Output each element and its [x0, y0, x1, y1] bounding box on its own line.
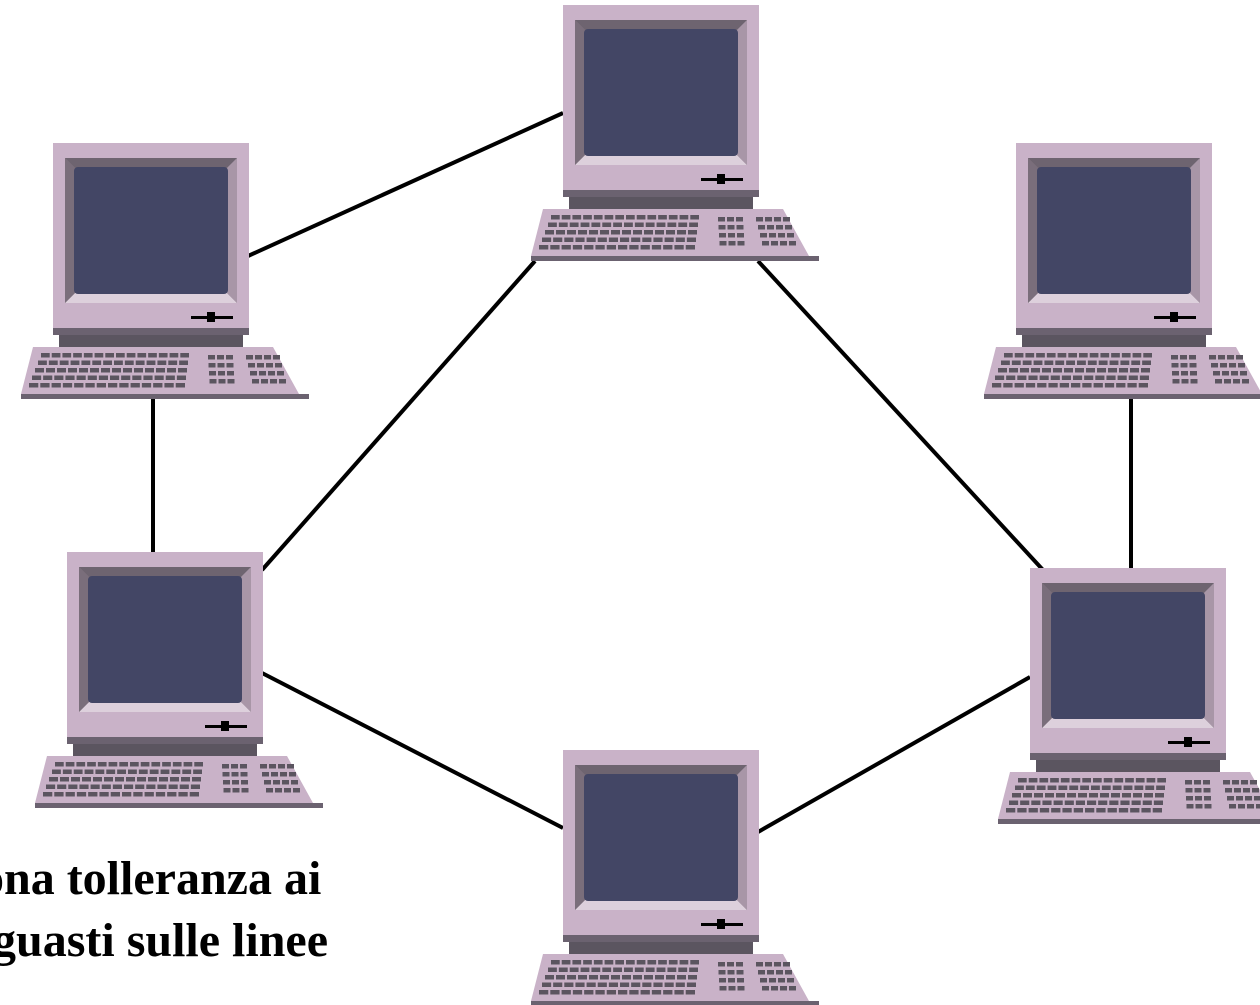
monitor-stand	[53, 328, 249, 335]
network-nodes	[21, 5, 1260, 1005]
computer-icon	[984, 143, 1260, 399]
keyboard	[984, 347, 1260, 399]
network-links	[151, 111, 1133, 834]
monitor-screen	[1051, 592, 1205, 719]
monitor-stand	[563, 190, 759, 197]
computer-icon	[998, 568, 1260, 824]
monitor-screen	[584, 29, 738, 156]
caption-line-1: ona tolleranza ai	[0, 852, 322, 905]
monitor-stand	[1016, 328, 1212, 335]
network-link	[756, 259, 1045, 572]
monitor-stand	[563, 935, 759, 942]
monitor-screen	[584, 774, 738, 901]
keyboard	[531, 954, 819, 1005]
keyboard	[21, 347, 309, 399]
network-link	[757, 675, 1031, 834]
keyboard	[35, 756, 323, 808]
monitor-screen	[1037, 167, 1191, 294]
caption: ona tolleranza ai guasti sulle linee	[0, 848, 440, 972]
computer-icon	[531, 5, 819, 261]
network-link	[247, 111, 564, 258]
keyboard	[998, 772, 1260, 824]
monitor-screen	[88, 576, 242, 703]
caption-line-2: guasti sulle linee	[0, 914, 329, 967]
keyboard	[531, 209, 819, 261]
monitor-stand	[1030, 753, 1226, 760]
computer-icon	[35, 552, 323, 808]
network-link	[261, 671, 564, 830]
monitor-screen	[74, 167, 228, 294]
computer-icon	[21, 143, 309, 399]
monitor-stand	[67, 737, 263, 744]
network-link	[260, 259, 537, 572]
computer-icon	[531, 750, 819, 1005]
